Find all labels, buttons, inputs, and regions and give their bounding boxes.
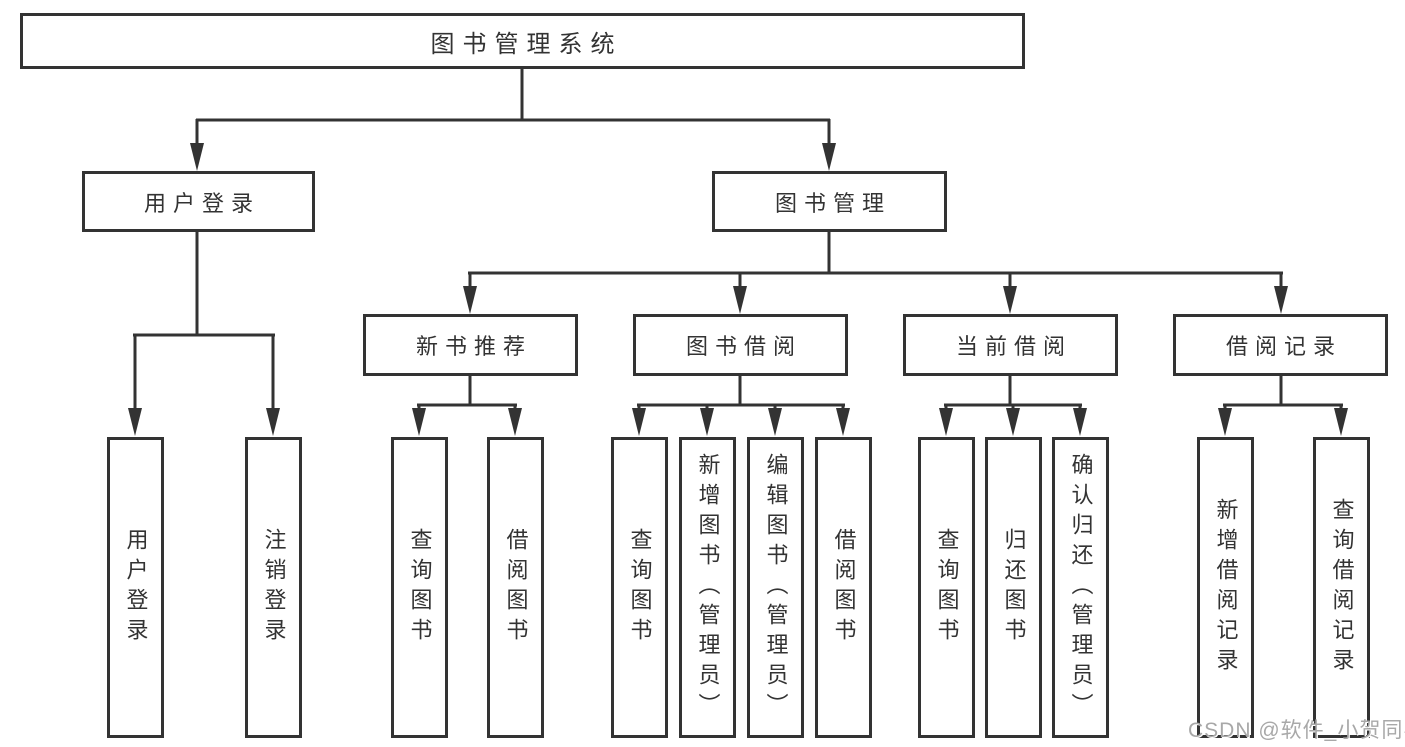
leaf-add-book-admin: 新增图书（管理员）: [679, 437, 736, 738]
node-label: 编辑图书（管理员）: [763, 452, 789, 723]
leaf-query-books-recommend: 查询图书: [391, 437, 448, 738]
leaf-query-books-borrowing: 查询图书: [611, 437, 668, 738]
node-label: 新增图书（管理员）: [695, 452, 721, 723]
node-label: 查询图书: [934, 527, 960, 648]
leaf-borrow-books-recommend: 借阅图书: [487, 437, 544, 738]
node-label: 用户登录: [123, 527, 149, 648]
node-label: 图书管理: [774, 190, 891, 216]
node-label: 用户登录: [143, 190, 260, 216]
node-label: 查询借阅记录: [1329, 497, 1355, 678]
watermark-text: CSDN @软件_小贺同学: [1188, 719, 1405, 742]
leaf-borrow-books-borrowing: 借阅图书: [815, 437, 872, 738]
node-label: 注销登录: [261, 527, 287, 648]
leaf-query-borrow-record: 查询借阅记录: [1313, 437, 1370, 738]
node-current-borrowing: 当前借阅: [903, 314, 1118, 376]
node-book-borrowing: 图书借阅: [633, 314, 848, 376]
node-label: 当前借阅: [955, 334, 1072, 359]
node-borrowing-records: 借阅记录: [1173, 314, 1388, 376]
node-user-login: 用户登录: [82, 171, 315, 232]
node-label: 新增借阅记录: [1213, 497, 1239, 678]
leaf-edit-book-admin: 编辑图书（管理员）: [747, 437, 804, 738]
leaf-return-books: 归还图书: [985, 437, 1042, 738]
node-label: 查询图书: [627, 527, 653, 648]
leaf-confirm-return-admin: 确认归还（管理员）: [1052, 437, 1109, 738]
node-library-management-system: 图书管理系统: [20, 13, 1025, 69]
leaf-query-books-current: 查询图书: [918, 437, 975, 738]
node-label: 确认归还（管理员）: [1068, 452, 1094, 723]
leaf-logout: 注销登录: [245, 437, 302, 738]
node-label: 新书推荐: [415, 334, 532, 359]
node-book-management: 图书管理: [712, 171, 947, 232]
leaf-user-login: 用户登录: [107, 437, 164, 738]
node-label: 借阅图书: [503, 527, 529, 648]
node-label: 图书管理系统: [430, 30, 623, 58]
node-label: 查询图书: [407, 527, 433, 648]
node-label: 归还图书: [1001, 527, 1027, 648]
node-label: 借阅图书: [831, 527, 857, 648]
node-label: 借阅记录: [1225, 334, 1342, 359]
node-new-book-recommendation: 新书推荐: [363, 314, 578, 376]
node-label: 图书借阅: [685, 334, 802, 359]
leaf-add-borrow-record: 新增借阅记录: [1197, 437, 1254, 738]
